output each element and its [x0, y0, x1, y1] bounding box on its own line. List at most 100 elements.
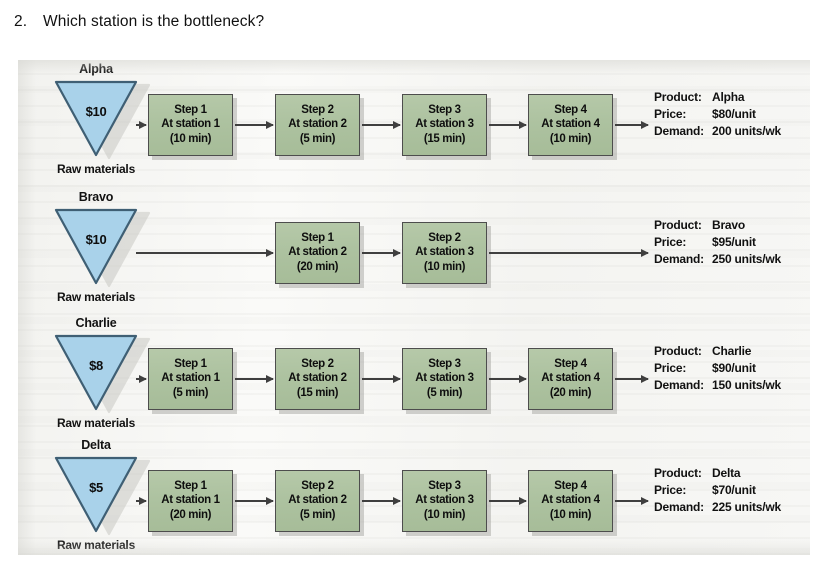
- step-box-2[interactable]: Step 2 At station 2(15 min): [275, 348, 360, 410]
- raw-material-cost: $10: [85, 232, 107, 247]
- step-time-label: (10 min): [169, 132, 212, 145]
- raw-material-cost: $10: [85, 104, 107, 119]
- step-time-label: (5 min): [172, 386, 209, 399]
- step-station-label: At station 3: [415, 118, 474, 131]
- step-box-3[interactable]: Step 3 At station 3(10 min): [402, 470, 487, 532]
- arrow-step-1-to-step-2: [235, 120, 274, 129]
- step-station-label: At station 2: [288, 118, 347, 131]
- raw-material-cost: $5: [89, 480, 103, 495]
- step-number-label: Step 1: [174, 479, 207, 492]
- step-number-label: Step 4: [554, 103, 587, 116]
- product-value: Alpha: [712, 90, 745, 104]
- price-label: Price:: [654, 483, 687, 497]
- demand-label: Demand:: [654, 252, 704, 266]
- step-box-1[interactable]: Step 1 At station 1(20 min): [148, 470, 233, 532]
- arrow-step-to-product-info: [615, 374, 649, 383]
- demand-label: Demand:: [654, 124, 704, 138]
- product-line: Product: Delta: [654, 466, 810, 483]
- raw-materials-label: Raw materials: [56, 416, 136, 430]
- arrow-step-to-product-info: [615, 120, 649, 129]
- step-station-label: At station 1: [161, 494, 220, 507]
- arrow-step-1-to-step-2: [235, 496, 274, 505]
- raw-materials-label: Raw materials: [56, 538, 136, 552]
- step-time-label: (15 min): [296, 386, 339, 399]
- step-number-label: Step 2: [301, 103, 334, 116]
- demand-value: 200 units/wk: [712, 124, 781, 138]
- step-station-label: At station 3: [415, 372, 474, 385]
- step-time-label: (10 min): [549, 508, 592, 521]
- price-label: Price:: [654, 361, 687, 375]
- product-label: Product:: [654, 344, 702, 358]
- arrow-step-to-product-info: [615, 496, 649, 505]
- step-number-label: Step 4: [554, 479, 587, 492]
- arrow-step-3-to-step-4: [489, 374, 527, 383]
- step-time-label: (5 min): [299, 132, 336, 145]
- step-time-label: (10 min): [423, 508, 466, 521]
- demand-line: Demand: 200 units/wk: [654, 124, 810, 141]
- question-header: 2. Which station is the bottleneck?: [0, 10, 838, 40]
- price-label: Price:: [654, 235, 687, 249]
- step-station-label: At station 3: [415, 494, 474, 507]
- product-label: Product:: [654, 466, 702, 480]
- question-number: 2.: [14, 13, 28, 30]
- price-line: Price: $70/unit: [654, 483, 810, 500]
- step-time-label: (20 min): [296, 260, 339, 273]
- product-name-label: Charlie: [75, 316, 117, 330]
- step-box-1[interactable]: Step 1 At station 1(5 min): [148, 348, 233, 410]
- step-time-label: (20 min): [169, 508, 212, 521]
- step-time-label: (10 min): [423, 260, 466, 273]
- step-box-4[interactable]: Step 4 At station 4(10 min): [528, 94, 613, 156]
- arrow-step-1-to-step-2: [235, 374, 274, 383]
- step-number-label: Step 1: [301, 231, 334, 244]
- raw-materials-label: Raw materials: [56, 162, 136, 176]
- price-value: $70/unit: [712, 483, 756, 497]
- step-number-label: Step 3: [428, 103, 461, 116]
- price-line: Price: $80/unit: [654, 107, 810, 124]
- step-number-label: Step 3: [428, 357, 461, 370]
- arrow-step-1-to-step-2: [362, 248, 401, 257]
- arrow-step-2-to-step-3: [362, 374, 401, 383]
- product-value: Charlie: [712, 344, 752, 358]
- step-station-label: At station 2: [288, 372, 347, 385]
- step-station-label: At station 1: [161, 118, 220, 131]
- step-number-label: Step 1: [174, 357, 207, 370]
- demand-label: Demand:: [654, 500, 704, 514]
- price-line: Price: $90/unit: [654, 361, 810, 378]
- step-time-label: (10 min): [549, 132, 592, 145]
- arrow-raw-to-step-1: [136, 120, 147, 129]
- step-station-label: At station 4: [541, 118, 600, 131]
- demand-value: 225 units/wk: [712, 500, 781, 514]
- step-number-label: Step 2: [301, 357, 334, 370]
- step-station-label: At station 1: [161, 372, 220, 385]
- step-time-label: (20 min): [549, 386, 592, 399]
- arrow-step-3-to-step-4: [489, 496, 527, 505]
- demand-label: Demand:: [654, 378, 704, 392]
- step-number-label: Step 3: [428, 479, 461, 492]
- product-name-label: Delta: [81, 438, 111, 452]
- price-value: $80/unit: [712, 107, 756, 121]
- step-box-2[interactable]: Step 2 At station 2(5 min): [275, 94, 360, 156]
- step-time-label: (5 min): [299, 508, 336, 521]
- arrow-step-2-to-step-3: [362, 496, 401, 505]
- product-value: Delta: [712, 466, 741, 480]
- price-label: Price:: [654, 107, 687, 121]
- arrow-raw-to-step-1: [136, 496, 147, 505]
- product-label: Product:: [654, 218, 702, 232]
- raw-materials-label: Raw materials: [56, 290, 136, 304]
- step-station-label: At station 2: [288, 494, 347, 507]
- price-value: $90/unit: [712, 361, 756, 375]
- demand-line: Demand: 225 units/wk: [654, 500, 810, 517]
- demand-value: 250 units/wk: [712, 252, 781, 266]
- step-number-label: Step 2: [428, 231, 461, 244]
